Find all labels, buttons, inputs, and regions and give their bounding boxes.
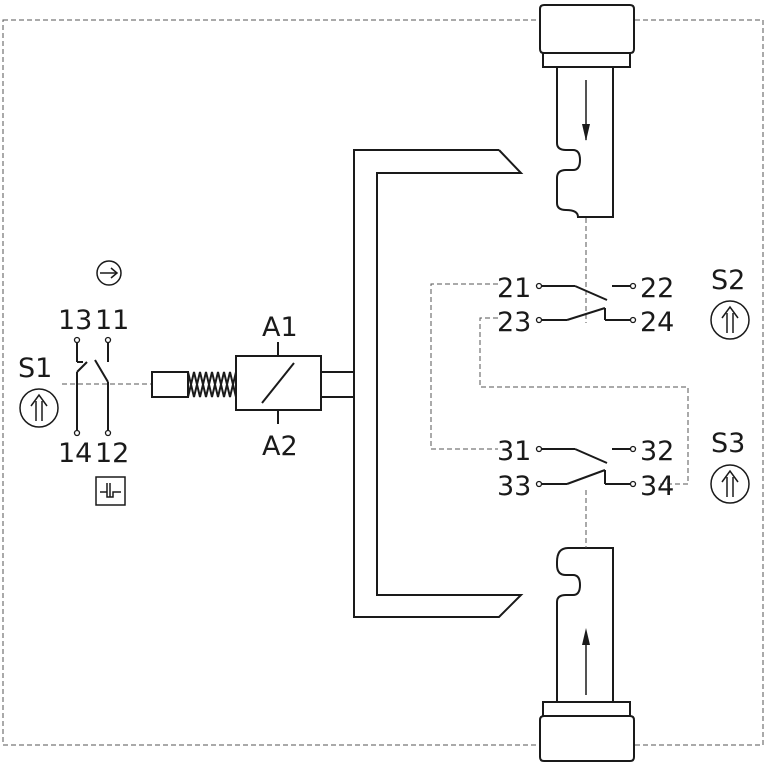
top-plunger-collar [542,52,631,68]
bottom-plunger-head [539,715,635,762]
terminal-22: 22 [640,273,674,304]
top-plunger [539,4,635,218]
terminal-32: 32 [640,436,674,467]
terminal-33: 33 [497,471,531,502]
terminal-11: 11 [95,305,129,336]
solenoid-terminal-a1: A1 [262,312,298,343]
mechanism-square-icon [95,476,126,506]
solenoid-rod [151,371,189,398]
solenoid-plunger [320,371,355,398]
switch-s2: 21 23 22 24 S2 [497,265,750,340]
s1-contact-13-14 [73,336,88,437]
up-arrow-circle-icon [710,464,750,504]
terminal-12: 12 [95,438,129,469]
s1-contact-11-12 [94,336,112,437]
bottom-plunger-collar [542,701,631,717]
terminal-34: 34 [640,471,674,502]
switch-s1-label: S1 [18,353,52,384]
switch-s2-label: S2 [711,265,745,296]
switch-s3: 31 33 32 34 S3 [497,428,750,504]
solenoid: A1 A2 [151,312,355,462]
solenoid-spring-back [187,371,237,398]
dashed-linkages [430,218,689,548]
switch-s1: S1 13 11 14 12 [18,260,152,506]
terminal-21: 21 [497,273,531,304]
switch-s3-label: S3 [711,428,745,459]
terminal-13: 13 [58,305,92,336]
terminal-24: 24 [640,307,674,338]
top-plunger-shaft [556,67,614,218]
up-arrow-circle-icon [710,300,750,340]
rotate-arrow-icon [96,260,122,286]
up-arrow-circle-icon [19,388,59,428]
terminal-23: 23 [497,307,531,338]
bottom-plunger-shaft [556,547,614,702]
up-arrow-head-icon [582,628,590,645]
solenoid-coil-slash [261,362,295,404]
terminal-31: 31 [497,436,531,467]
actuator-bracket [353,149,524,618]
solenoid-terminal-a2: A2 [262,431,298,462]
top-plunger-head [539,4,635,54]
solenoid-spring [187,371,237,398]
down-arrow-head-icon [582,124,590,141]
enclosure-border [2,19,764,746]
terminal-14: 14 [58,438,92,469]
bottom-plunger [539,547,635,762]
